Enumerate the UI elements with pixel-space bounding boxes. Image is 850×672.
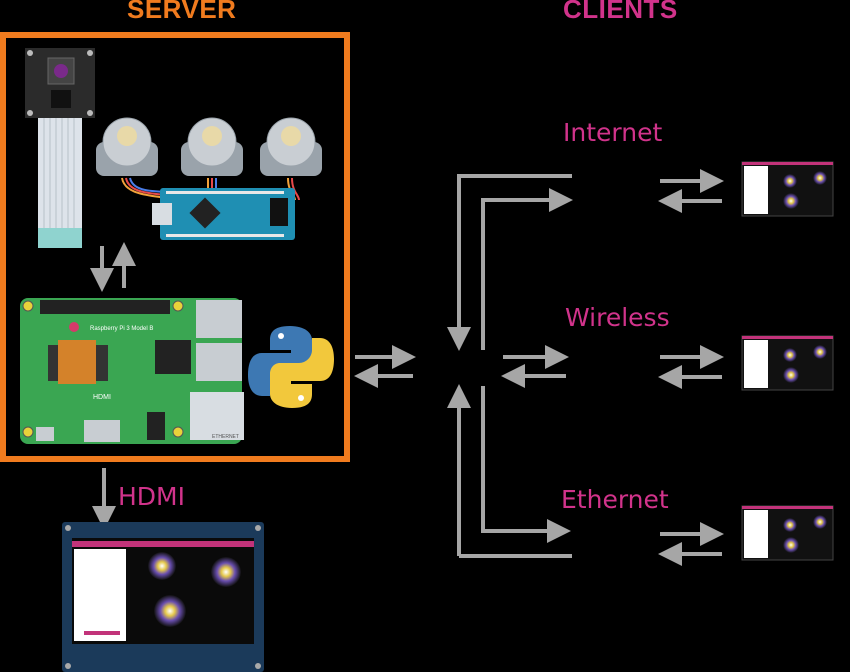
ethernet-label: Ethernet	[561, 485, 669, 514]
internet-label: Internet	[563, 118, 663, 147]
server-box	[0, 32, 350, 462]
client-screen-icon	[741, 161, 834, 217]
arduino-nano-icon	[152, 188, 295, 240]
server-title: SERVER	[127, 0, 237, 24]
camera-module-icon	[25, 48, 95, 248]
python-logo-icon	[248, 326, 334, 408]
rpi-model-text: Raspberry Pi 3 Model B	[90, 326, 153, 332]
wireless-label: Wireless	[565, 303, 670, 332]
raspberry-pi-icon: Raspberry Pi 3 Model B HDMI ETHERNET	[20, 298, 244, 444]
stepper-motor-icon	[96, 117, 322, 201]
hdmi-label: HDMI	[118, 482, 185, 511]
hdmi-display-icon	[62, 522, 264, 672]
client-screen-icon	[741, 335, 834, 391]
rpi-ethernet-text: ETHERNET	[212, 434, 239, 440]
clients-title: CLIENTS	[563, 0, 678, 24]
rpi-hdmi-text: HDMI	[93, 394, 111, 401]
client-screen-icon	[741, 505, 834, 561]
